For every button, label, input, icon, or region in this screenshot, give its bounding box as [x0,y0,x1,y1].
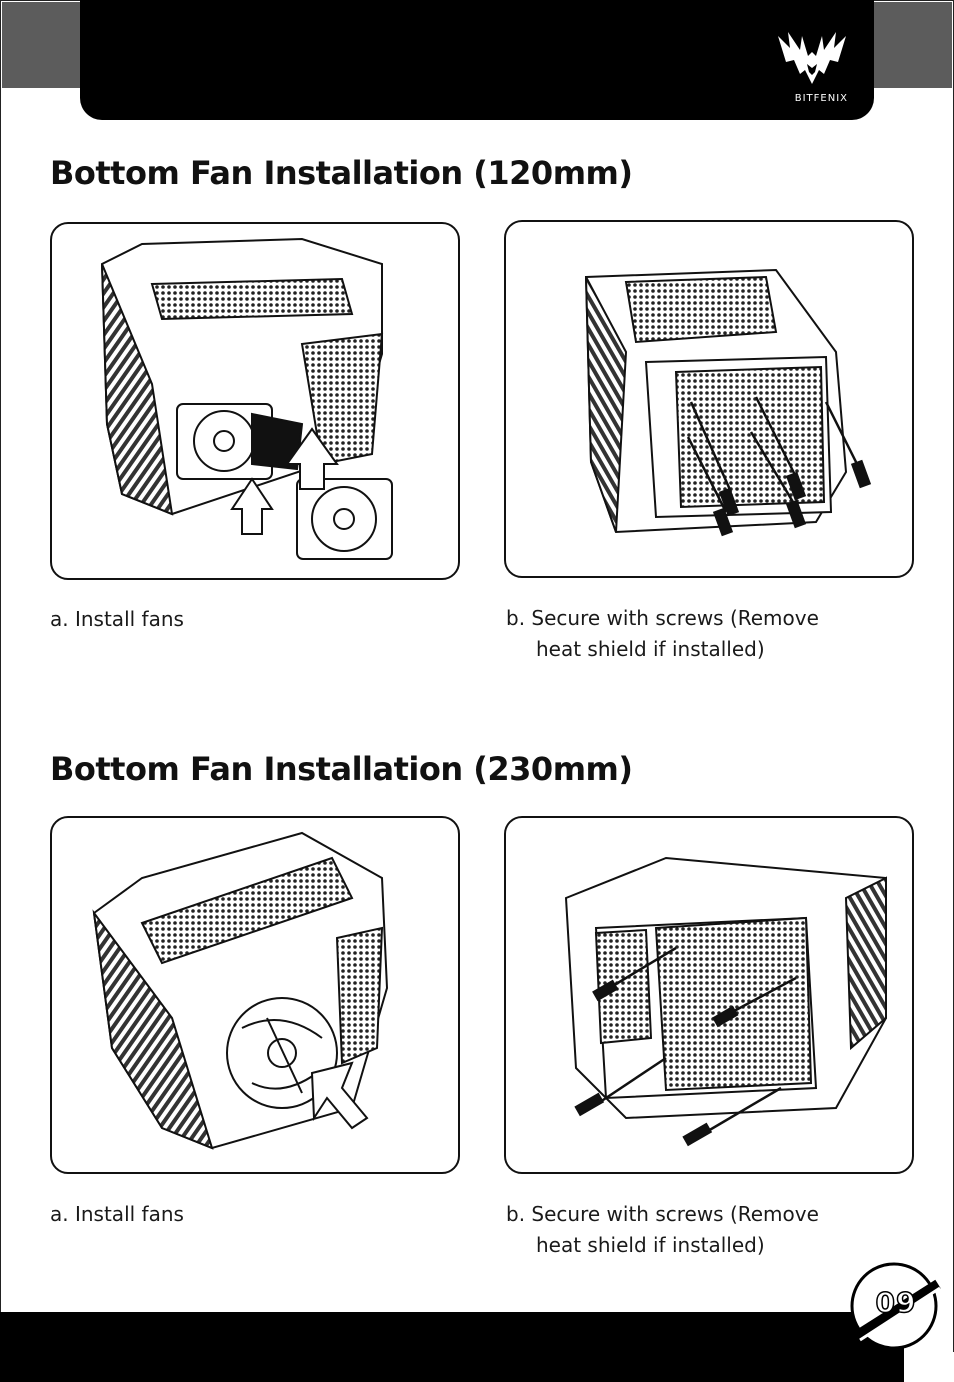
brand-wordmark: BITFENIX [794,93,848,104]
caption-line: a. Install fans [50,607,184,631]
case-screw-secure-illustration [564,856,887,1147]
case-screw-secure-illustration [584,268,872,537]
page-number: 09 [875,1285,917,1320]
header-corner-left [2,2,82,88]
step-caption-230mm-a: a. Install fans [50,1199,184,1230]
caption-line-continued: heat shield if installed) [536,637,765,661]
footer-bar [0,1312,904,1382]
header-corner-right [872,2,952,88]
page-badge-icon [850,1262,941,1350]
bitfenix-phoenix-icon [778,32,846,84]
case-fan-install-illustration [100,237,393,560]
case-fan-install-illustration [92,831,389,1150]
section-title-230mm: Bottom Fan Installation (230mm) [50,750,633,788]
caption-line-continued: heat shield if installed) [536,1233,765,1257]
illustration-panel-230mm-a [50,816,460,1174]
footer-corner-right [904,1352,954,1382]
illustration-panel-120mm-b [504,220,914,578]
caption-line: a. Install fans [50,1202,184,1226]
header-bar: BITFENIX [80,0,874,120]
caption-line: b. Secure with screws (Remove [506,1202,819,1226]
illustration-panel-120mm-a [50,222,460,580]
illustration-panel-230mm-b [504,816,914,1174]
section-title-120mm: Bottom Fan Installation (120mm) [50,154,633,192]
step-caption-230mm-b: b. Secure with screws (Remove heat shiel… [506,1199,819,1261]
step-caption-120mm-a: a. Install fans [50,604,184,635]
step-caption-120mm-b: b. Secure with screws (Remove heat shiel… [506,603,819,665]
caption-line: b. Secure with screws (Remove [506,606,819,630]
